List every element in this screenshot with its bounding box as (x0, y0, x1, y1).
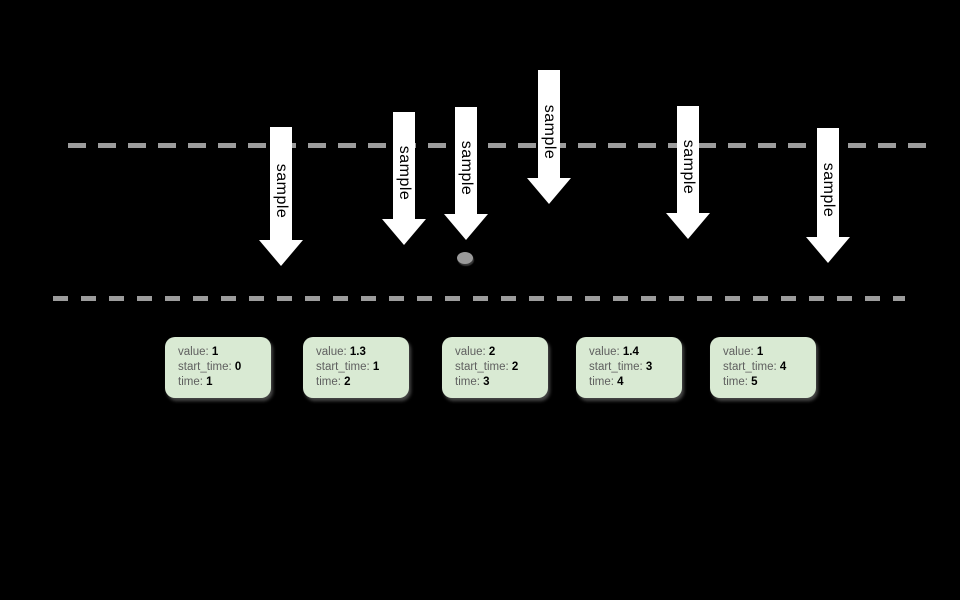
start-time-row: start_time: 3 (589, 360, 676, 375)
value-value: 1.3 (349, 346, 366, 358)
start-time-row: start_time: 2 (455, 360, 542, 375)
value-label: value: (589, 346, 620, 358)
start-time-row: start_time: 1 (316, 360, 403, 375)
value-row: value: 2 (455, 345, 542, 360)
time-row: time: 4 (589, 375, 676, 390)
value-row: value: 1.3 (316, 345, 403, 360)
arrow-shaft (677, 106, 699, 213)
value-row: value: 1 (723, 345, 810, 360)
value-row: value: 1 (178, 345, 265, 360)
arrow-head-icon (444, 214, 488, 240)
start-time-value: 2 (511, 361, 519, 373)
value-value: 1.4 (622, 346, 639, 358)
start-time-label: start_time: (455, 361, 509, 373)
sample-box: value: 1 start_time: 0 time: 1 (165, 337, 271, 398)
start-time-label: start_time: (589, 361, 643, 373)
sample-arrow: sample (666, 106, 710, 239)
sample-arrow-label: sample (396, 145, 413, 201)
start-time-value: 4 (779, 361, 787, 373)
value-label: value: (455, 346, 486, 358)
sample-arrow: sample (382, 112, 426, 245)
emitted-sample-dot (457, 252, 473, 264)
arrow-shaft (455, 107, 477, 214)
arrow-head-icon (382, 219, 426, 245)
lower-dashed-timeline (53, 296, 905, 301)
value-row: value: 1.4 (589, 345, 676, 360)
start-time-row: start_time: 0 (178, 360, 265, 375)
time-value: 2 (344, 376, 351, 388)
sample-arrow-label: sample (458, 140, 475, 196)
time-label: time: (178, 376, 203, 388)
sample-arrow-label: sample (273, 163, 290, 219)
value-value: 2 (488, 346, 496, 358)
time-value: 3 (483, 376, 490, 388)
value-label: value: (723, 346, 754, 358)
time-value: 5 (751, 376, 758, 388)
value-label: value: (178, 346, 209, 358)
time-row: time: 3 (455, 375, 542, 390)
sample-box: value: 1.3 start_time: 1 time: 2 (303, 337, 409, 398)
value-value: 1 (211, 346, 219, 358)
sample-arrow: sample (806, 128, 850, 263)
value-value: 1 (756, 346, 764, 358)
upper-dashed-timeline (68, 143, 930, 148)
arrow-head-icon (259, 240, 303, 266)
sample-arrow-label: sample (820, 162, 837, 218)
arrow-head-icon (527, 178, 571, 204)
time-row: time: 5 (723, 375, 810, 390)
time-value: 4 (617, 376, 624, 388)
sample-arrow-label: sample (541, 104, 558, 159)
time-label: time: (589, 376, 614, 388)
time-row: time: 1 (178, 375, 265, 390)
start-time-value: 3 (645, 361, 653, 373)
sample-arrow: sample (259, 127, 303, 266)
start-time-value: 0 (234, 361, 242, 373)
arrow-shaft (393, 112, 415, 219)
start-time-value: 1 (372, 361, 380, 373)
time-label: time: (316, 376, 341, 388)
sample-arrow-label: sample (680, 139, 697, 195)
start-time-label: start_time: (316, 361, 370, 373)
start-time-row: start_time: 4 (723, 360, 810, 375)
arrow-shaft (270, 127, 292, 240)
time-label: time: (723, 376, 748, 388)
time-row: time: 2 (316, 375, 403, 390)
arrow-shaft (538, 70, 560, 178)
arrow-head-icon (666, 213, 710, 239)
arrow-shaft (817, 128, 839, 237)
sample-box: value: 2 start_time: 2 time: 3 (442, 337, 548, 398)
start-time-label: start_time: (723, 361, 777, 373)
sample-arrow: sample (527, 70, 571, 204)
start-time-label: start_time: (178, 361, 232, 373)
arrow-head-icon (806, 237, 850, 263)
time-label: time: (455, 376, 480, 388)
value-label: value: (316, 346, 347, 358)
sample-arrow: sample (444, 107, 488, 240)
time-value: 1 (206, 376, 213, 388)
sample-box: value: 1 start_time: 4 time: 5 (710, 337, 816, 398)
sample-box: value: 1.4 start_time: 3 time: 4 (576, 337, 682, 398)
